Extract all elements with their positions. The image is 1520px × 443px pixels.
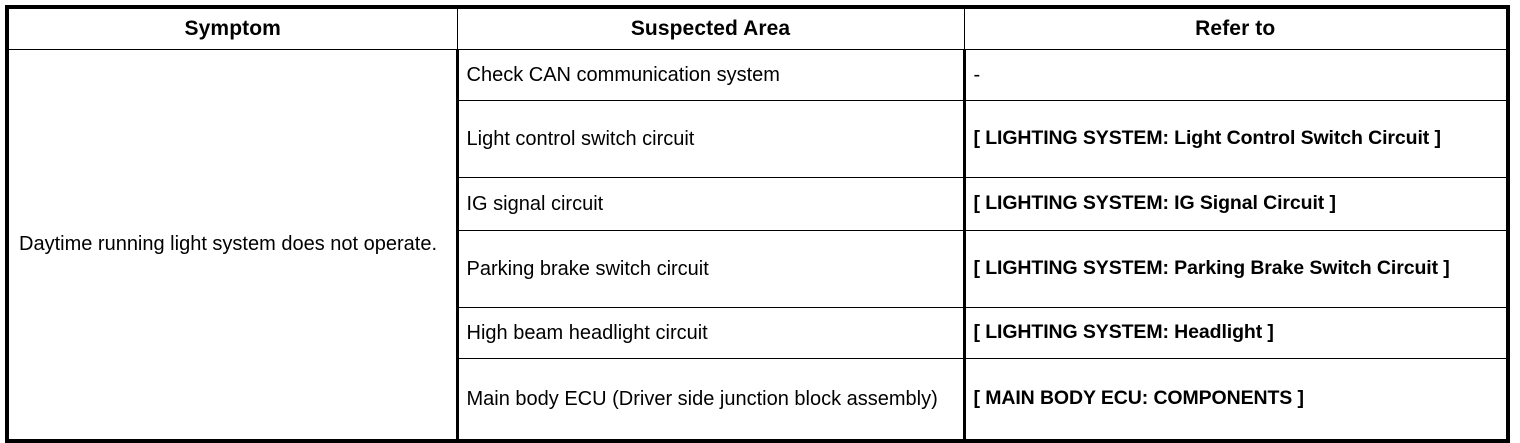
suspected-area-cell: Parking brake switch circuit: [456, 230, 966, 308]
column-header-refer-to: Refer to: [963, 6, 1509, 50]
column-header-suspected-area: Suspected Area: [456, 6, 965, 50]
symptom-cell: Daytime running light system does not op…: [6, 49, 459, 442]
suspected-area-cell: High beam headlight circuit: [456, 307, 966, 359]
refer-to-cell[interactable]: [ LIGHTING SYSTEM: Light Control Switch …: [963, 100, 1509, 178]
refer-to-cell[interactable]: [ LIGHTING SYSTEM: IG Signal Circuit ]: [963, 177, 1509, 231]
table-row: High beam headlight circuit [ LIGHTING S…: [7, 307, 1509, 359]
refer-to-cell[interactable]: [ LIGHTING SYSTEM: Parking Brake Switch …: [963, 230, 1509, 308]
refer-to-cell: -: [963, 49, 1509, 101]
suspected-area-cell: Check CAN communication system: [456, 49, 966, 101]
table-row: Daytime running light system does not op…: [6, 49, 1509, 442]
diagnostic-trouble-table: Symptom Suspected Area Refer to Daytime …: [5, 5, 1510, 443]
table-row: Parking brake switch circuit [ LIGHTING …: [7, 230, 1509, 308]
refer-to-cell[interactable]: [ LIGHTING SYSTEM: Headlight ]: [963, 307, 1509, 359]
table-row: IG signal circuit [ LIGHTING SYSTEM: IG …: [7, 177, 1509, 231]
page-root: Symptom Suspected Area Refer to Daytime …: [5, 5, 1510, 443]
suspected-area-cell: IG signal circuit: [456, 177, 966, 231]
symptom-text: Daytime running light system does not op…: [19, 232, 437, 255]
suspected-area-cell: Light control switch circuit: [456, 100, 966, 178]
table-row: Light control switch circuit [ LIGHTING …: [7, 100, 1509, 178]
table-body: Daytime running light system does not op…: [6, 49, 1509, 442]
column-header-symptom: Symptom: [6, 6, 458, 50]
table-header: Symptom Suspected Area Refer to: [6, 6, 1509, 50]
table-header-row: Symptom Suspected Area Refer to: [6, 6, 1509, 50]
